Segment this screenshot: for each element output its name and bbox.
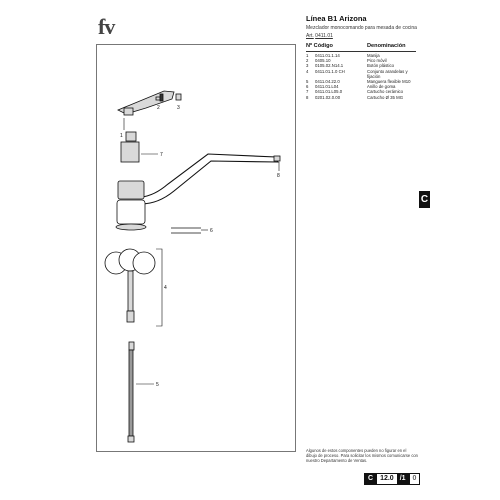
washer-part-c xyxy=(132,251,156,275)
body-base xyxy=(115,223,147,231)
button-part xyxy=(155,96,161,101)
brand-logo-text: fv xyxy=(98,14,115,39)
nut-part xyxy=(126,310,135,323)
page-indicator: C 12.0 /1 0 xyxy=(364,473,421,485)
small-part-2 xyxy=(159,93,164,102)
product-subtitle: Mezclador monocomando para mesada de coc… xyxy=(306,25,417,31)
article-reference: Art. 0411.01 xyxy=(306,33,333,39)
drawing-frame xyxy=(96,44,296,452)
callout-4: 4 xyxy=(164,285,167,291)
section-tab: C xyxy=(419,191,430,208)
brand-logo: fv xyxy=(98,14,115,40)
article-label: Art. xyxy=(306,33,314,39)
callout-1: 1 xyxy=(120,133,123,139)
hose-fitting-bottom xyxy=(127,435,135,443)
callout-3: 3 xyxy=(177,105,180,111)
page-suffix: /1 xyxy=(396,474,409,484)
col-number: Nº Código xyxy=(306,43,333,49)
footnote: Algunos de estos componentes pueden no f… xyxy=(306,448,418,464)
page-section: C xyxy=(365,474,377,484)
cartridge-body xyxy=(120,141,140,163)
cartridge-top xyxy=(125,131,137,142)
page-number: 12.0 xyxy=(376,474,397,484)
col-description: Denominación xyxy=(367,43,406,49)
page-sub: 0 xyxy=(408,474,420,484)
callout-6: 6 xyxy=(210,228,213,234)
callout-2: 2 xyxy=(157,105,160,111)
hose-fitting-top xyxy=(128,341,135,351)
flexible-hose-part xyxy=(128,349,134,437)
body-bottom xyxy=(116,199,146,225)
callout-8: 8 xyxy=(277,173,280,179)
parts-table-header: Nº Código Denominación xyxy=(306,43,416,52)
exploded-view-drawing: 1 2 3 7 8 6 4 5 xyxy=(104,90,281,443)
aerator-part xyxy=(273,155,281,162)
callout-5: 5 xyxy=(156,382,159,388)
handle-neck xyxy=(123,107,134,116)
product-title: Línea B1 Arizona xyxy=(306,14,367,23)
callout-7: 7 xyxy=(160,152,163,158)
article-number: 0411.01 xyxy=(315,33,333,39)
spout-part xyxy=(140,153,279,205)
body-top xyxy=(117,180,145,200)
stud-part xyxy=(127,270,134,312)
small-part-3 xyxy=(175,93,182,101)
